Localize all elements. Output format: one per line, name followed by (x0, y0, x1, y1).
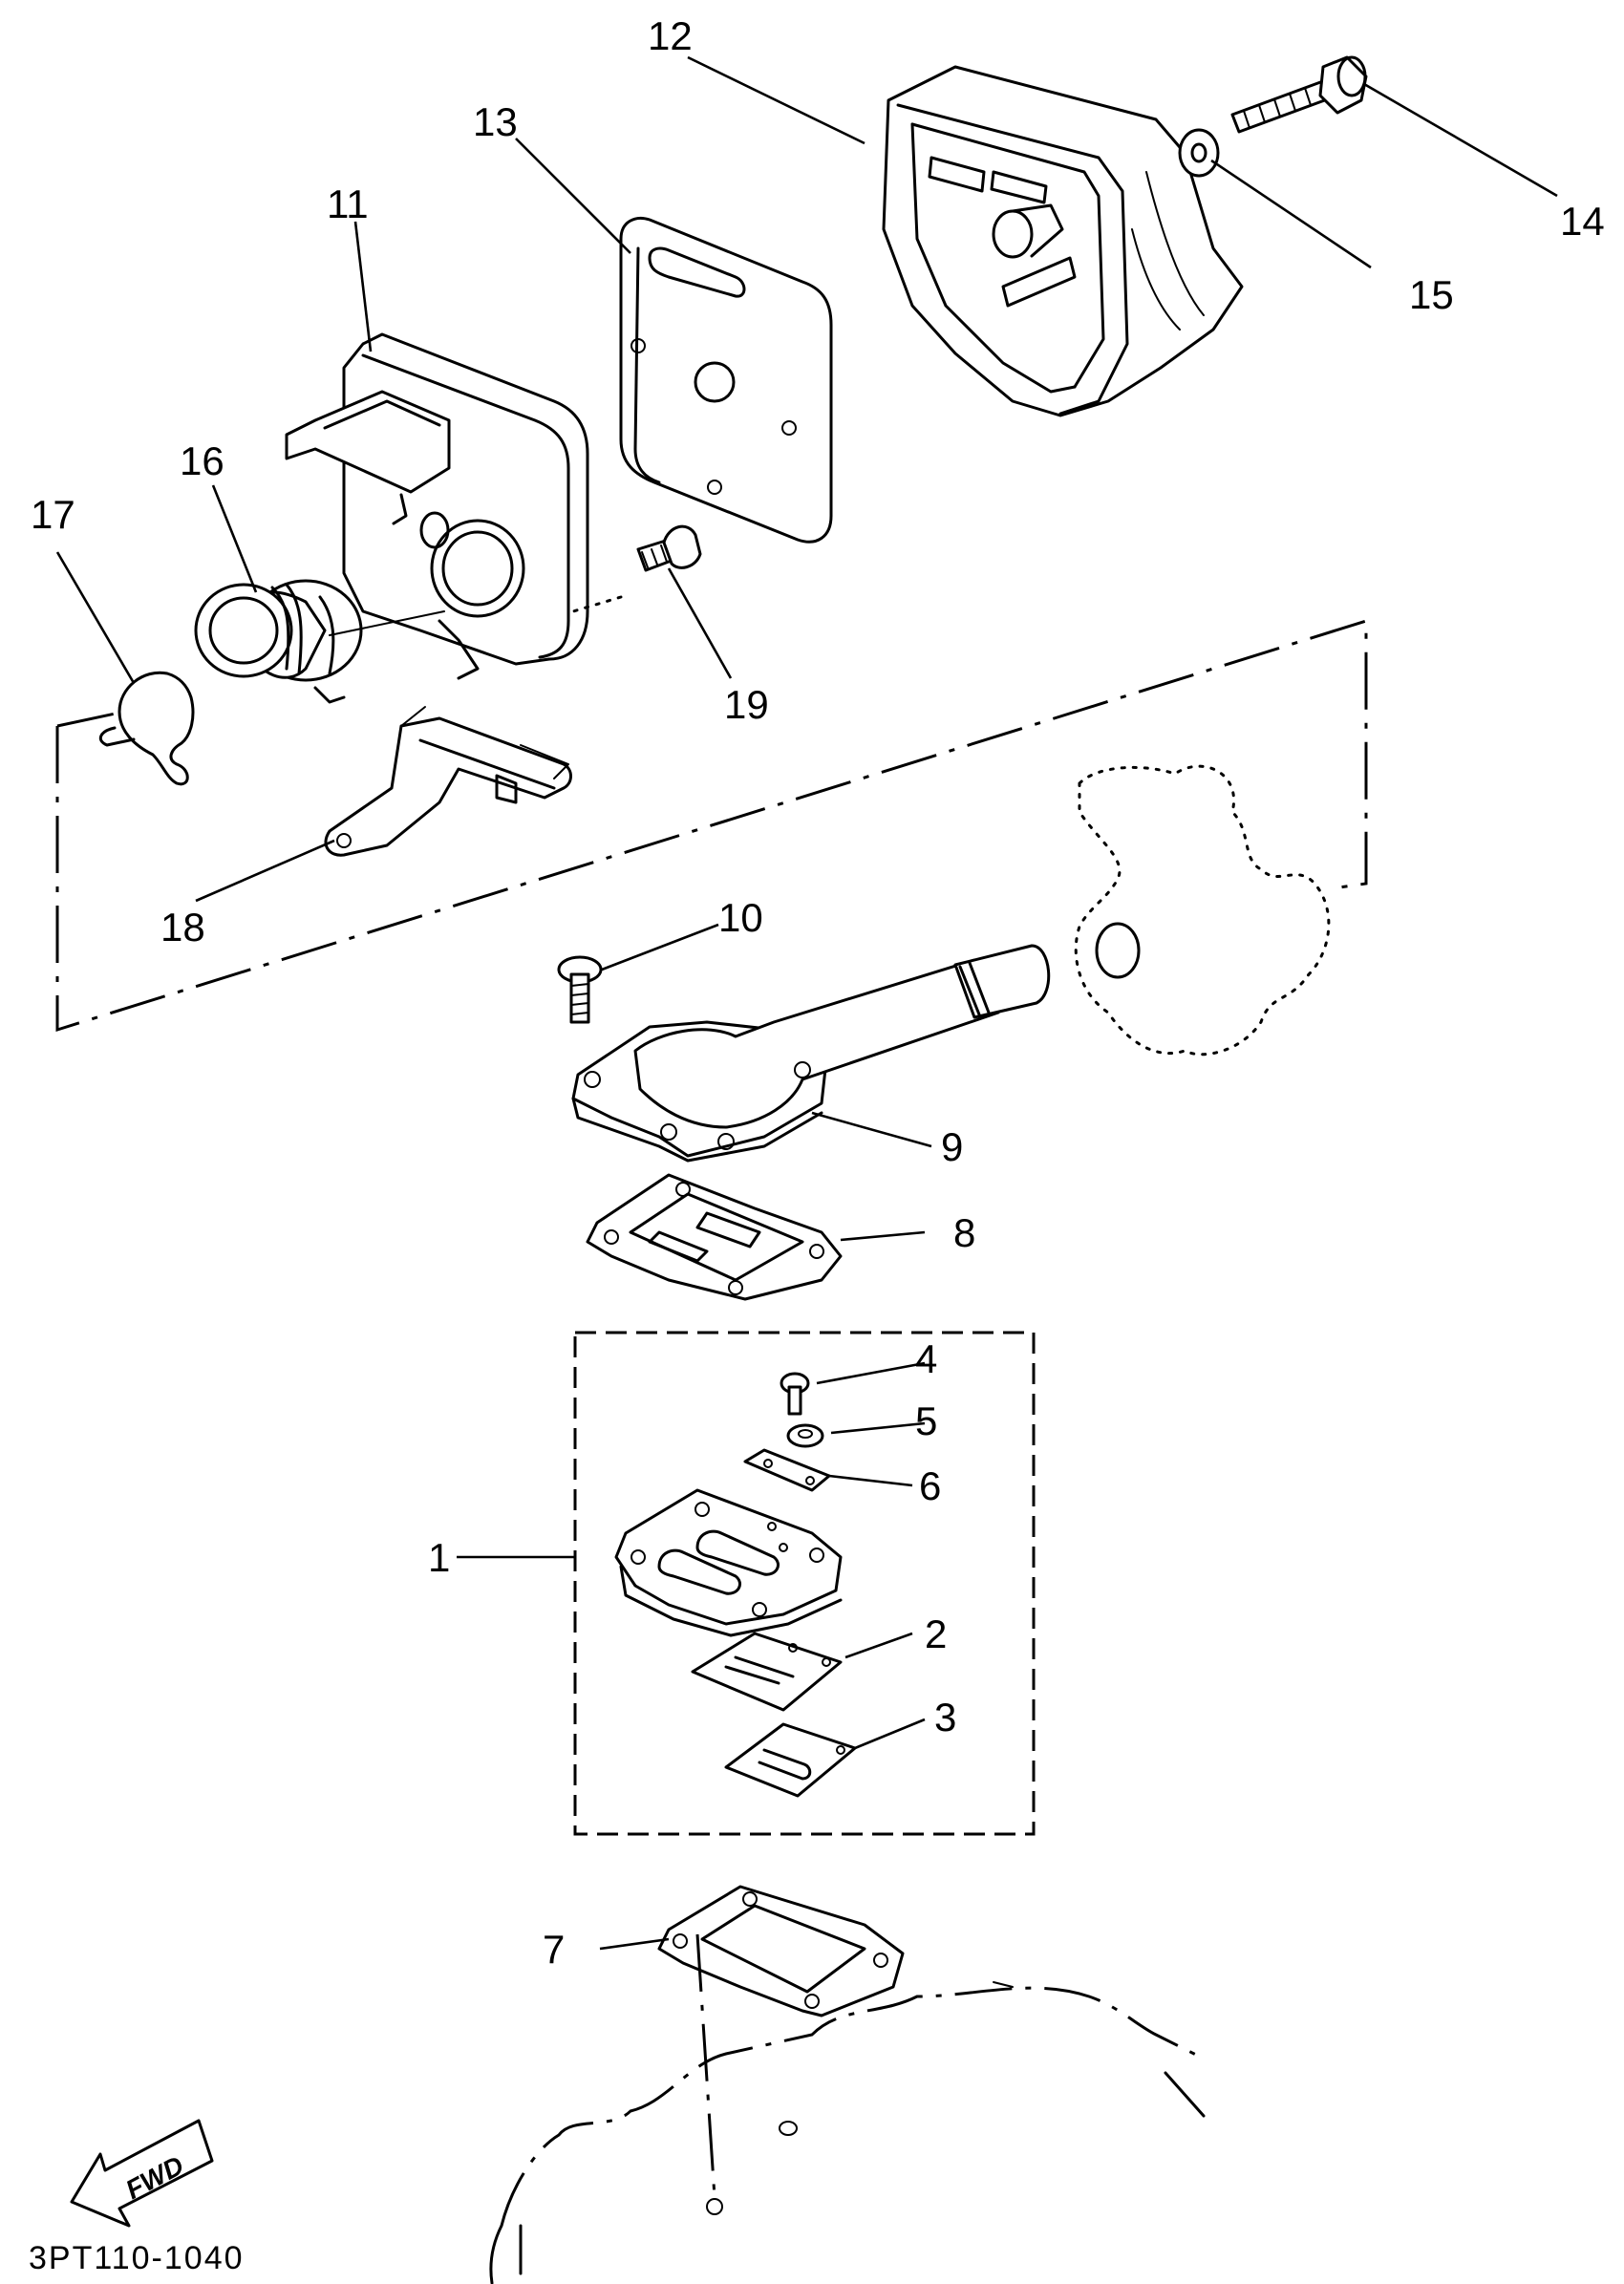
callout-13: 13 (473, 99, 518, 144)
reference-line-upper (55, 618, 1368, 1033)
part-17-clip (98, 671, 195, 786)
part-19-screw (571, 524, 702, 613)
part-5-washer (786, 1423, 824, 1448)
part-4-screw (780, 1372, 810, 1416)
part-2-reed (691, 1632, 843, 1712)
callout-8: 8 (953, 1210, 975, 1255)
callout-17: 17 (31, 492, 75, 537)
callout-11: 11 (327, 181, 369, 226)
callout-1: 1 (428, 1535, 450, 1580)
callout-labels: 12 13 11 14 15 16 17 19 18 10 9 8 4 5 6 … (29, 13, 1605, 2276)
part-13-plate (619, 216, 833, 544)
crankcase-outline-lower (489, 1933, 1206, 2284)
callout-19: 19 (724, 682, 769, 727)
part-9-manifold (571, 944, 1051, 1163)
part-14-bolt (1230, 55, 1368, 134)
callout-10: 10 (718, 895, 763, 940)
part-7-gasket (657, 1885, 905, 2017)
callout-16: 16 (180, 438, 224, 483)
part-18-bracket (324, 706, 572, 857)
reed-valve-plate (614, 1488, 843, 1637)
callout-14: 14 (1560, 199, 1605, 244)
callout-7: 7 (543, 1927, 565, 1972)
callout-9: 9 (941, 1124, 963, 1169)
callout-6: 6 (919, 1463, 941, 1508)
part-8-gasket (586, 1173, 843, 1301)
part-15-washer (1178, 128, 1220, 178)
part-6-stopper (743, 1448, 831, 1492)
callout-12: 12 (648, 13, 693, 58)
part-16-joint (194, 579, 445, 704)
leader-lines (55, 55, 1558, 1951)
part-12-silencer-cover (882, 65, 1244, 417)
crankcase-outline-upper (1074, 764, 1331, 1057)
part-11-silencer-case (285, 332, 589, 680)
callout-4: 4 (915, 1336, 937, 1381)
part-3-reed-stopper (724, 1722, 857, 1798)
part-10-screw (557, 955, 603, 1024)
callout-5: 5 (915, 1398, 937, 1443)
fwd-arrow-icon: FWD (70, 2119, 214, 2228)
reference-line-lower (56, 710, 125, 728)
assembly-1-boundary (573, 1331, 1036, 1836)
callout-2: 2 (925, 1612, 947, 1656)
callout-3: 3 (934, 1695, 956, 1740)
diagram-code: 3PT110-1040 (29, 2240, 245, 2276)
callout-18: 18 (160, 905, 205, 950)
callout-15: 15 (1409, 272, 1454, 317)
